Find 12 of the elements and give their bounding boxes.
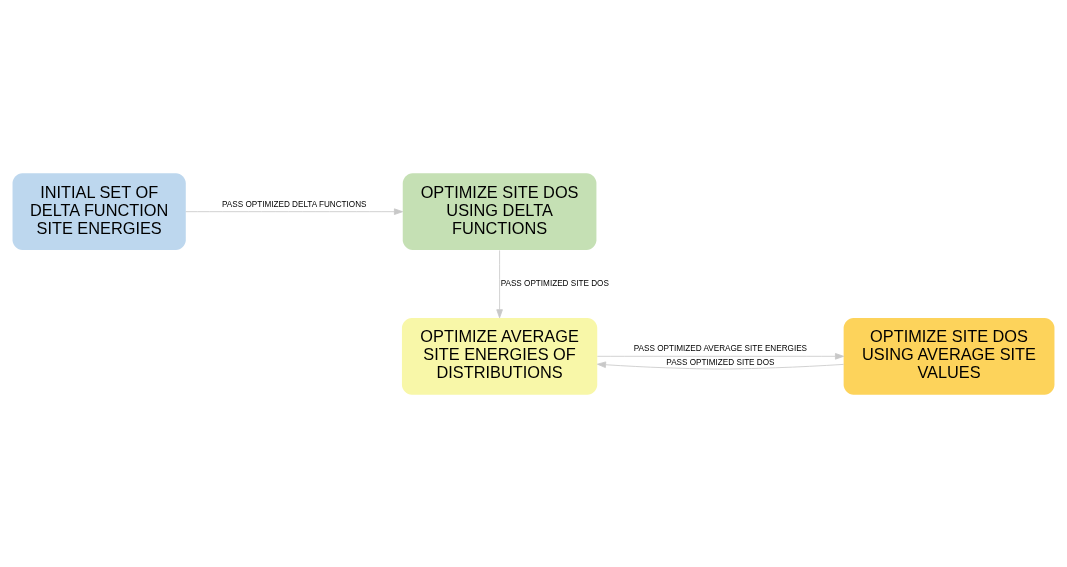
edge-label: PASS OPTIMIZED AVERAGE SITE ENERGIES	[633, 343, 808, 353]
node-box: INITIAL SET OF DELTA FUNCTION SITE ENERGIES	[12, 172, 186, 250]
edge-label: PASS OPTIMIZED DELTA FUNCTIONS	[221, 199, 367, 209]
edge-label: PASS OPTIMIZED SITE DOS	[500, 278, 609, 288]
arrow	[597, 360, 845, 369]
node-box: OPTIMIZE SITE DOS USING AVERAGE SITE VALUES	[843, 317, 1055, 395]
node-box: OPTIMIZE AVERAGE SITE ENERGIES OF DISTRIBUTIONS	[401, 317, 598, 395]
arrow	[597, 352, 844, 360]
arrow	[496, 249, 503, 318]
node-box: OPTIMIZE SITE DOS USING DELTA FUNCTIONS	[402, 172, 597, 250]
arrow	[185, 207, 403, 215]
edge-label: PASS OPTIMIZED SITE DOS	[666, 357, 775, 367]
